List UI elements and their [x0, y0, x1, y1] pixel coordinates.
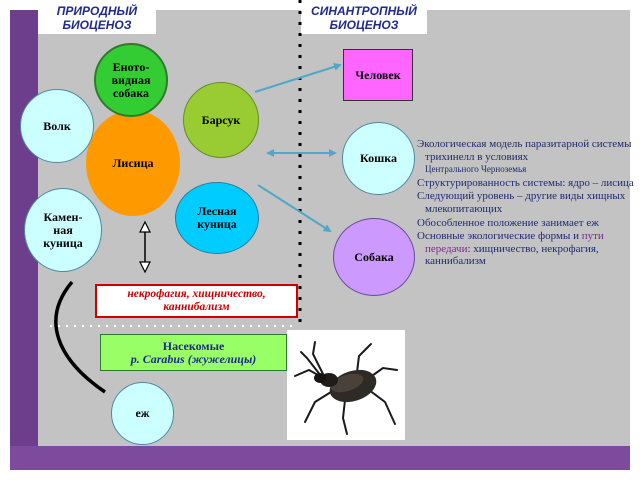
note-small-text: Центрального Черноземья — [425, 164, 527, 175]
note-text: Обособленное положение занимает еж — [417, 216, 599, 229]
note-item: Обособленное положение занимает еж — [411, 217, 636, 230]
node-dog-label: Собака — [354, 249, 394, 264]
node-raccoon-dog-label: Енотo- видная собака — [111, 59, 151, 100]
node-pine-marten-label: Лесная куница — [197, 204, 237, 231]
beetle-photo — [287, 330, 405, 440]
note-text: Экологическая модель паразитарной систем… — [417, 138, 632, 163]
node-dog: Собака — [333, 218, 415, 296]
node-hedgehog: еж — [111, 382, 174, 445]
insects-line2: р. Carabus (жужелицы) — [130, 351, 257, 366]
feeding-modes-box: некрофагия, хищничество, каннибализм — [95, 284, 298, 318]
header-natural-biocenosis: ПРИРОДНЫЙ БИОЦЕНОЗ — [38, 2, 156, 34]
insects-box: Насекомые р. Carabus (жужелицы) — [100, 334, 287, 371]
node-raccoon-dog: Енотo- видная собака — [94, 43, 168, 117]
node-badger: Барсук — [183, 82, 259, 158]
feeding-modes-label: некрофагия, хищничество, каннибализм — [127, 288, 266, 313]
header-synanthropic-biocenosis: СИНАНТРОПНЫЙ БИОЦЕНОЗ — [301, 2, 427, 34]
node-fox-label: Лисица — [112, 155, 154, 170]
note-text: Основные экологические формы и — [417, 230, 582, 243]
node-stone-marten: Камен- ная куница — [24, 188, 102, 272]
node-stone-marten-label: Камен- ная куница — [43, 209, 83, 250]
beetle-icon — [294, 341, 398, 435]
note-item: Экологическая модель паразитарной систем… — [411, 138, 636, 176]
note-item: Основные экологические формы и пути пере… — [411, 230, 636, 268]
up-triangle — [139, 220, 151, 233]
arrow-to-human — [254, 63, 342, 93]
node-badger-label: Барсук — [201, 112, 241, 127]
note-highlight: пути передачи — [425, 230, 604, 255]
node-cat: Кошка — [342, 122, 415, 195]
arrow-to-dog — [257, 184, 332, 233]
node-pine-marten: Лесная куница — [175, 182, 259, 254]
note-item: Следующий уровень – другие виды хищных м… — [411, 190, 636, 215]
bottom-stripe — [10, 446, 630, 470]
node-wolf: Волк — [20, 89, 94, 163]
insects-line1: Насекомые — [162, 338, 225, 353]
note-item: Структурированность системы: ядро – лиси… — [411, 177, 636, 190]
down-triangle — [139, 261, 151, 274]
note-text: Структурированность системы: ядро – лиси… — [417, 176, 634, 189]
node-wolf-label: Волк — [43, 118, 71, 133]
node-human: Человек — [343, 49, 413, 101]
node-hedgehog-label: еж — [135, 406, 150, 420]
marten-hedgehog-curve — [54, 280, 106, 394]
notes-panel: Экологическая модель паразитарной систем… — [411, 138, 636, 269]
node-fox: Лисица — [86, 110, 180, 216]
node-human-label: Человек — [355, 67, 401, 82]
note-text: Следующий уровень – другие виды хищных м… — [417, 190, 626, 215]
node-cat-label: Кошка — [360, 151, 397, 165]
note-text: : хищничество, некрофагия, каннибализм — [425, 242, 599, 268]
